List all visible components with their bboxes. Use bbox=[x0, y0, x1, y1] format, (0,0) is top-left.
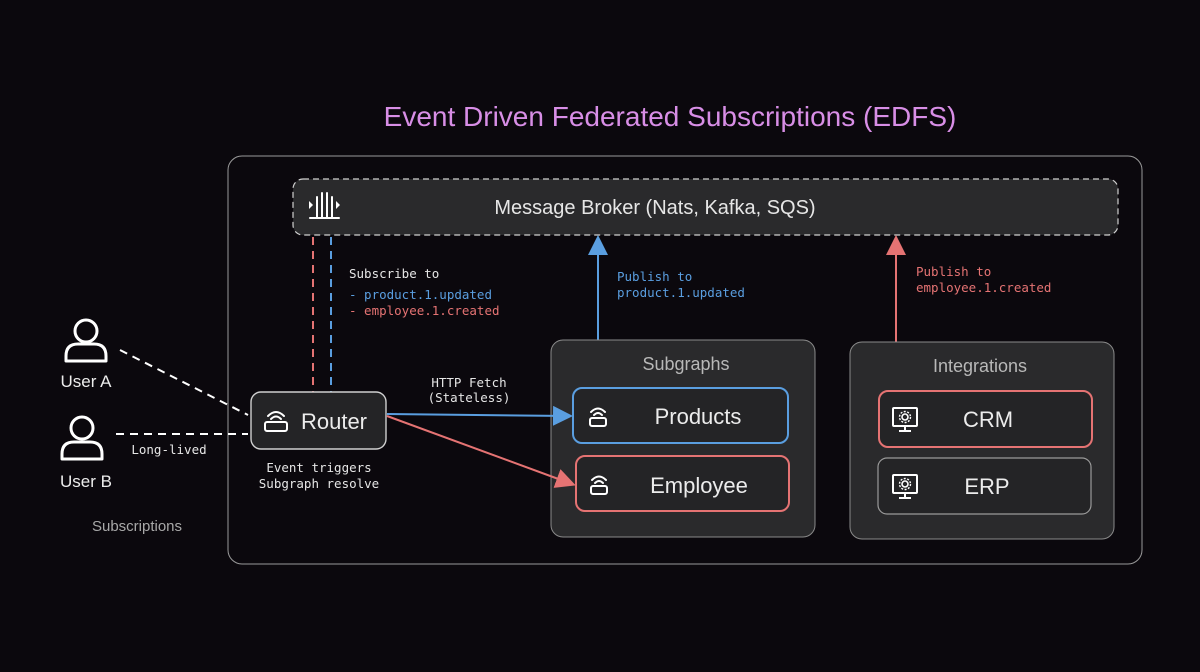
monitor-gear-icon bbox=[892, 474, 918, 499]
http-fetch-arrow-products bbox=[386, 405, 573, 426]
user-a: User A bbox=[60, 318, 112, 391]
subscribe-item-employee: - employee.1.created bbox=[349, 303, 500, 318]
user-a-label: User A bbox=[60, 372, 112, 391]
router-icon bbox=[589, 407, 607, 427]
subscribe-item-product: - product.1.updated bbox=[349, 287, 492, 302]
event-arrow-employee bbox=[386, 415, 576, 488]
subgraphs-title: Subgraphs bbox=[642, 354, 729, 374]
router-icon bbox=[590, 475, 608, 495]
http-fetch-line1: HTTP Fetch bbox=[431, 375, 506, 390]
integration-label-erp: ERP bbox=[964, 474, 1009, 499]
publish-products-line2: product.1.updated bbox=[617, 285, 745, 300]
subgraph-label-employee: Employee bbox=[650, 473, 748, 498]
system-container bbox=[227, 155, 1143, 565]
message-broker-label: Message Broker (Nats, Kafka, SQS) bbox=[494, 197, 815, 219]
router-caption-line1: Event triggers bbox=[266, 460, 371, 475]
diagram-title: Event Driven Federated Subscriptions (ED… bbox=[384, 101, 957, 132]
subgraph-node-employee[interactable]: Employee bbox=[575, 455, 790, 512]
integration-node-crm[interactable]: CRM bbox=[878, 390, 1093, 448]
router-label: Router bbox=[301, 409, 367, 434]
publish-crm-line2: employee.1.created bbox=[916, 280, 1051, 295]
subgraph-label-products: Products bbox=[655, 404, 742, 429]
subscribe-heading: Subscribe to bbox=[349, 266, 439, 281]
broker-icon bbox=[309, 192, 340, 219]
long-lived-label: Long-lived bbox=[131, 442, 206, 457]
router-caption-line2: Subgraph resolve bbox=[259, 476, 379, 491]
publish-crm-line1: Publish to bbox=[916, 264, 991, 279]
user-b-label: User B bbox=[60, 472, 112, 491]
user-icon bbox=[60, 415, 104, 461]
monitor-gear-icon bbox=[892, 407, 918, 432]
message-broker-box bbox=[292, 178, 1119, 236]
integration-label-crm: CRM bbox=[963, 407, 1013, 432]
http-fetch-line2: (Stateless) bbox=[428, 390, 511, 405]
user-a-connection bbox=[119, 349, 249, 416]
user-b: User B bbox=[60, 415, 112, 491]
user-icon bbox=[64, 318, 108, 363]
router-icon bbox=[264, 411, 288, 432]
publish-products-line1: Publish to bbox=[617, 269, 692, 284]
router-node[interactable]: Router bbox=[250, 391, 387, 450]
subgraph-node-products[interactable]: Products bbox=[572, 387, 789, 444]
integration-node-erp[interactable]: ERP bbox=[877, 457, 1092, 515]
subscriptions-label: Subscriptions bbox=[92, 518, 182, 535]
integrations-title: Integrations bbox=[933, 356, 1027, 376]
